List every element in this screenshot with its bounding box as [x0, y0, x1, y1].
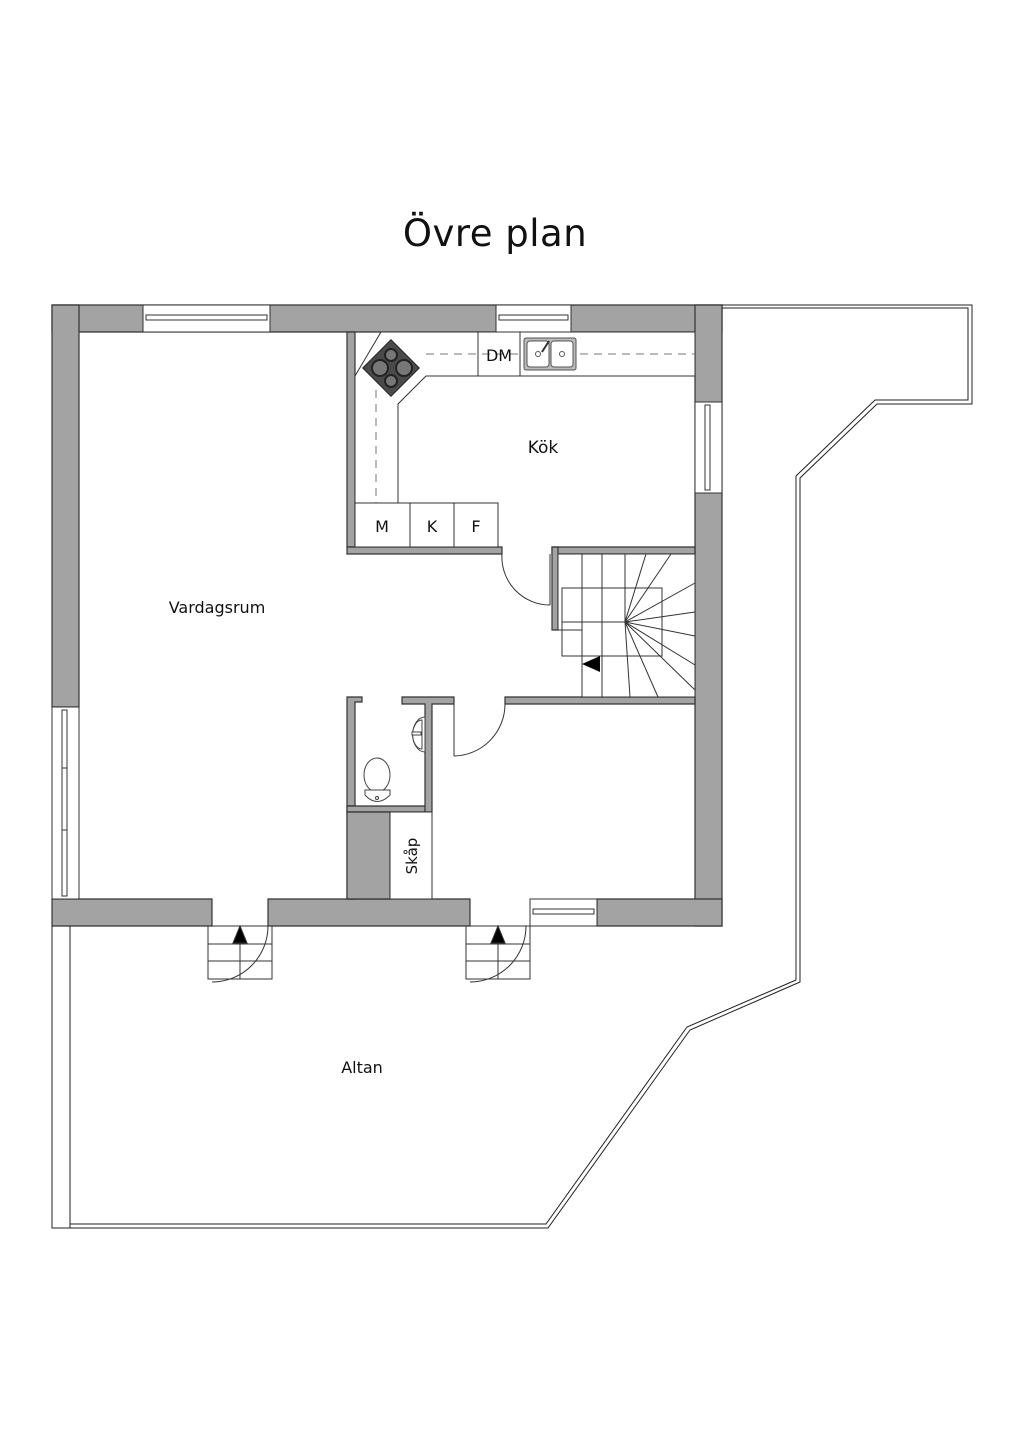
microwave-label: M: [375, 517, 389, 536]
room-label-kitchen: Kök: [528, 438, 559, 458]
sink-icon: [523, 337, 577, 371]
window-living-top: [142, 304, 271, 333]
toilet-icon: [363, 757, 391, 802]
door-bedroom: [453, 703, 506, 757]
entrance-step-right: [465, 924, 531, 983]
staircase: [557, 553, 696, 698]
freezer-label: F: [471, 517, 480, 536]
stair-direction-arrow-icon: [582, 656, 600, 672]
step-arrow-icon: [232, 924, 248, 944]
dishwasher-label: DM: [486, 346, 512, 365]
room-label-living-room: Vardagsrum: [169, 598, 266, 617]
windows: [51, 304, 723, 927]
room-label-deck: Altan: [341, 1058, 383, 1077]
deck-outline: [51, 304, 973, 1229]
fridge-label: K: [427, 517, 438, 536]
window-kitchen-top: [495, 304, 572, 333]
window-bottom-right: [529, 898, 598, 927]
entrance-step-left: [207, 924, 273, 983]
door-kitchen: [501, 553, 551, 606]
window-kitchen-right: [694, 401, 723, 494]
kitchen-appliance-row: [354, 502, 499, 548]
stove-icon: [362, 339, 420, 397]
step-arrow-icon: [490, 924, 506, 944]
doors: [453, 553, 551, 757]
plan-title: Övre plan: [402, 212, 588, 255]
closet-label: Skåp: [403, 838, 421, 875]
window-living-left: [51, 706, 80, 900]
washbasin-icon: [411, 716, 426, 753]
winder-treads: [624, 553, 696, 698]
closet: [389, 811, 433, 900]
